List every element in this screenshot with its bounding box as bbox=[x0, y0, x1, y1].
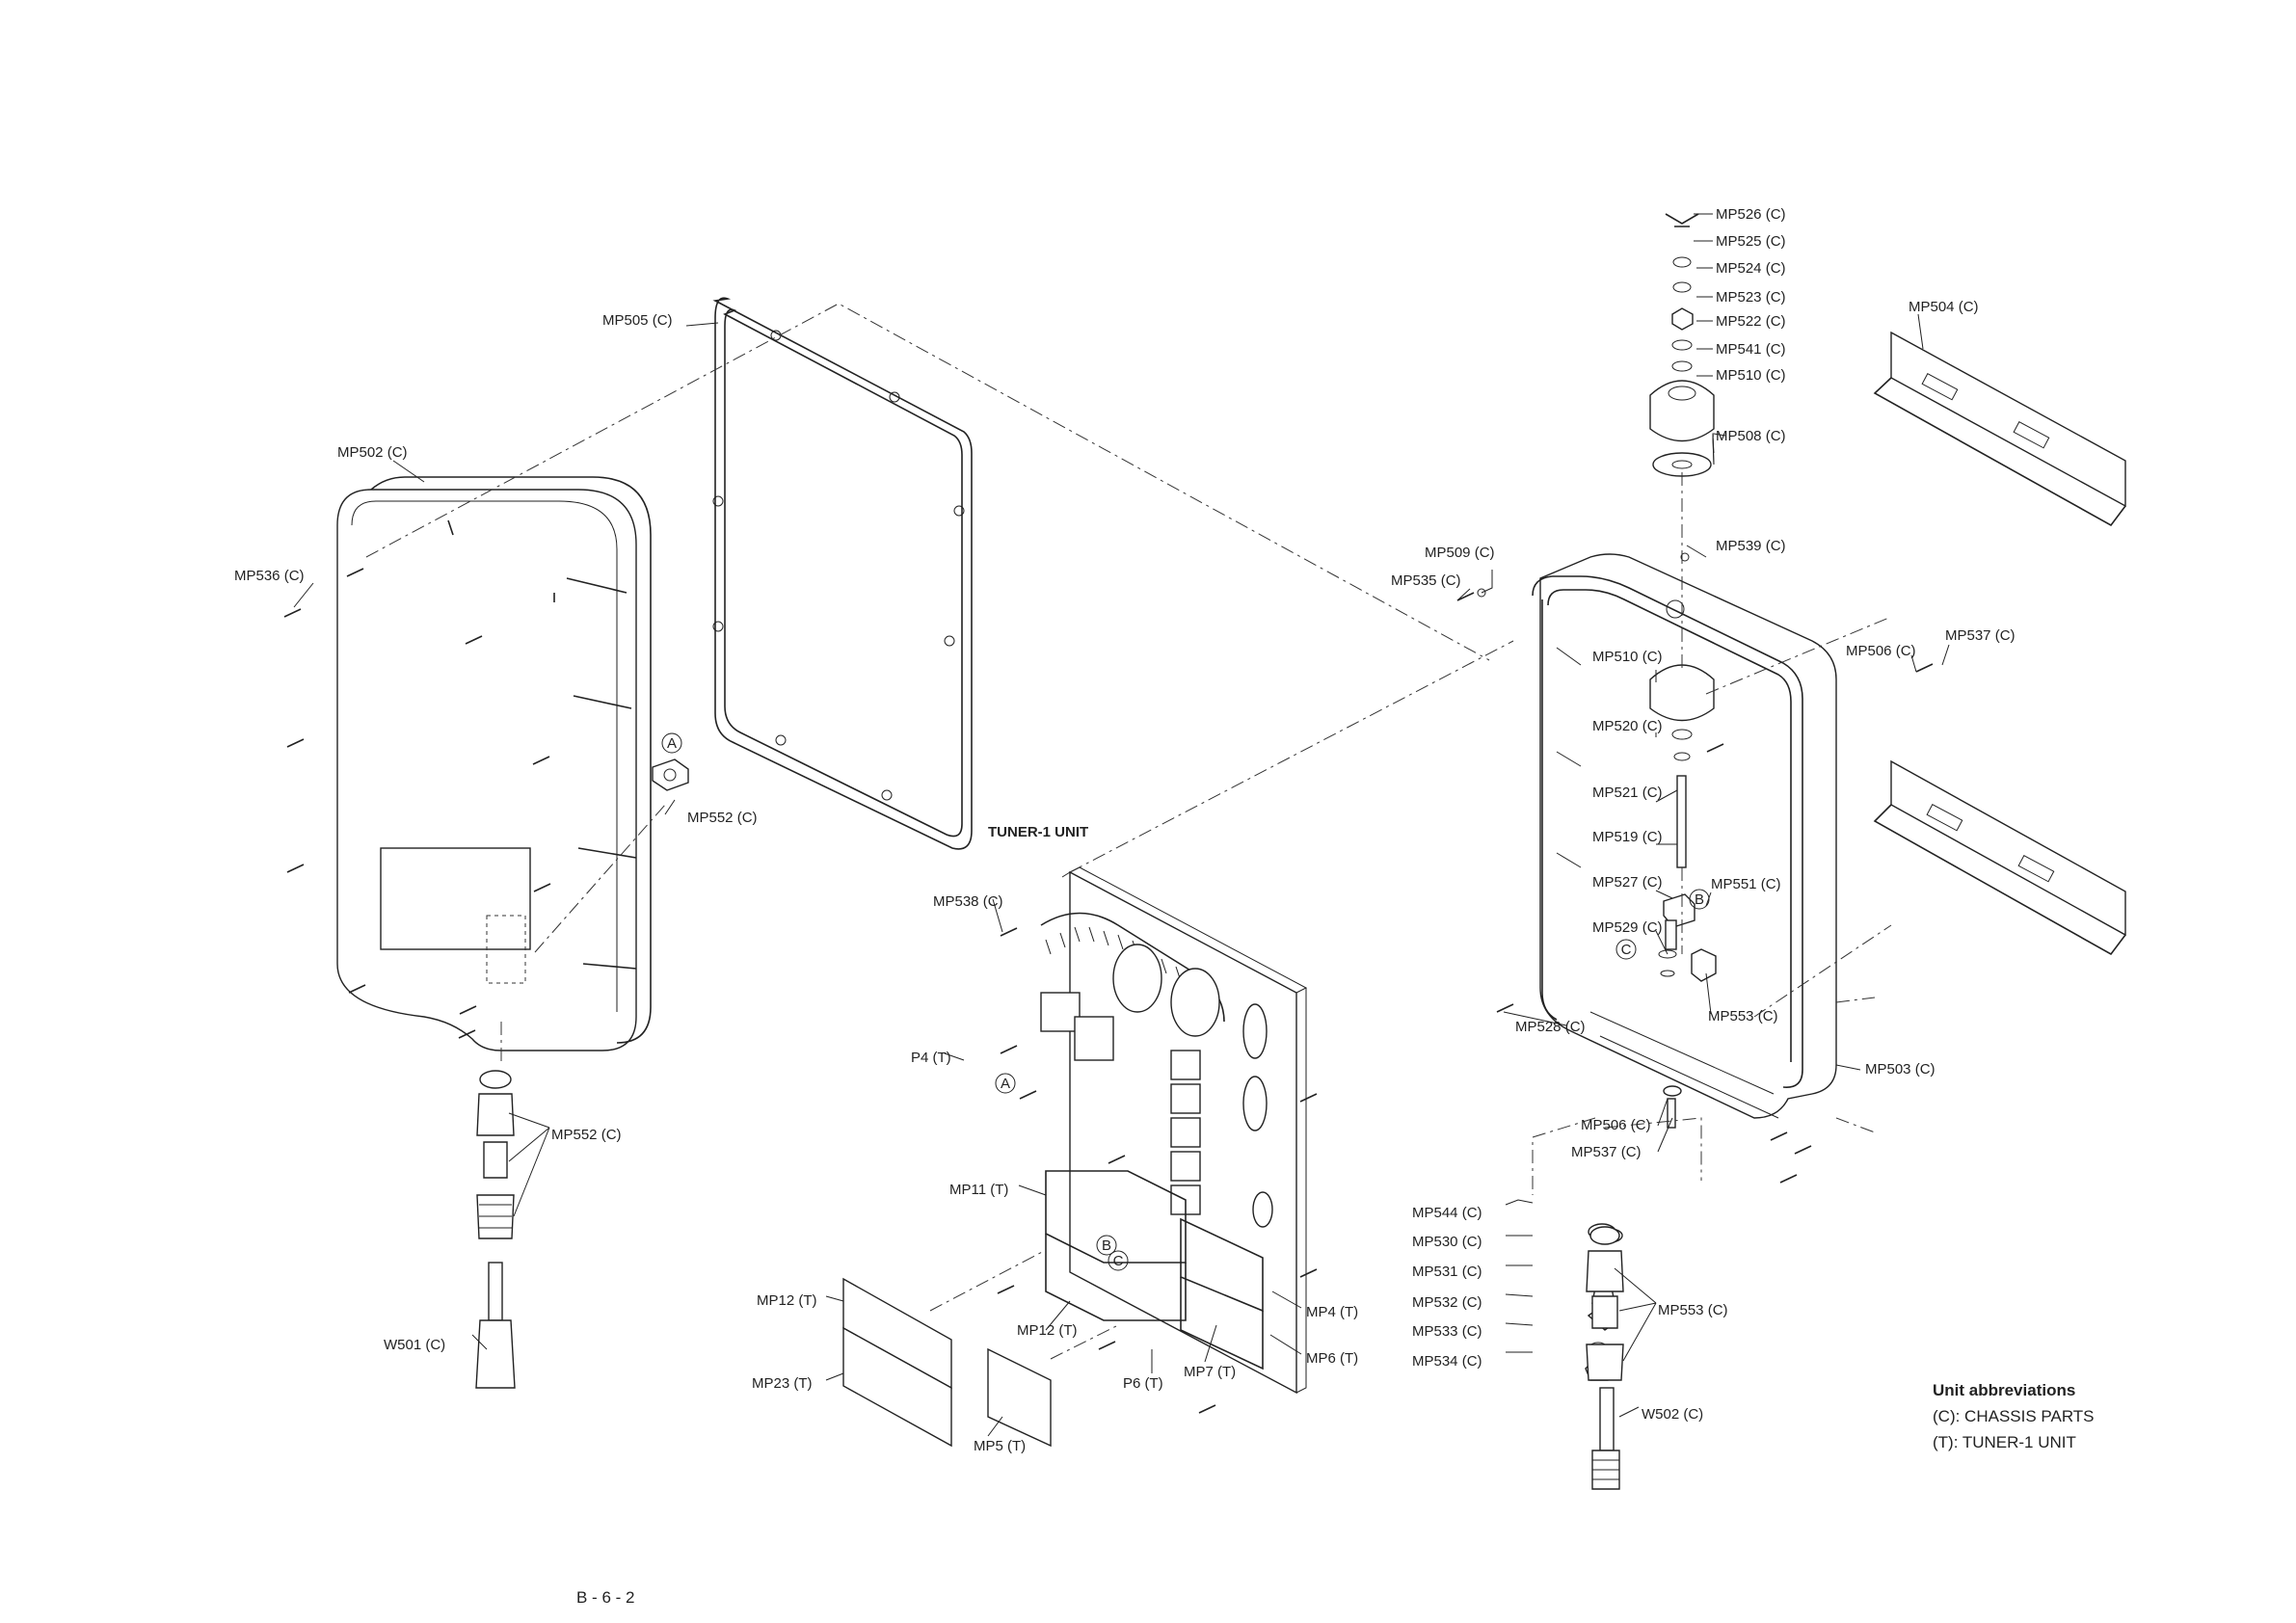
legend: Unit abbreviations (C): CHASSIS PARTS (T… bbox=[1933, 1381, 2095, 1451]
legend-item-chassis: (C): CHASSIS PARTS bbox=[1933, 1407, 2095, 1425]
label-mp7: MP7 (T) bbox=[1184, 1364, 1236, 1380]
label-mp535: MP535 (C) bbox=[1391, 572, 1461, 589]
label-mp503: MP503 (C) bbox=[1865, 1061, 1936, 1078]
label-mp539: MP539 (C) bbox=[1716, 538, 1786, 554]
label-mp6: MP6 (T) bbox=[1306, 1350, 1358, 1367]
alignment-lines-drawing bbox=[365, 303, 1892, 1360]
label-mp12b: MP12 (T) bbox=[1017, 1322, 1078, 1339]
label-mp510b: MP510 (C) bbox=[1592, 649, 1663, 665]
callout-letters: A A B B C C bbox=[667, 735, 1704, 1269]
connector-right-body bbox=[1586, 1226, 1624, 1490]
label-mp524: MP524 (C) bbox=[1716, 260, 1786, 277]
rear-cover-drawing bbox=[336, 476, 652, 1051]
label-mp523: MP523 (C) bbox=[1716, 289, 1786, 306]
mounting-brackets-drawing bbox=[1873, 331, 2126, 956]
label-mp519: MP519 (C) bbox=[1592, 829, 1663, 845]
label-mp509: MP509 (C) bbox=[1425, 545, 1495, 561]
label-mp506: MP506 (C) bbox=[1846, 643, 1916, 659]
label-mp536: MP536 (C) bbox=[234, 568, 305, 584]
label-mp522: MP522 (C) bbox=[1716, 313, 1786, 330]
label-mp520: MP520 (C) bbox=[1592, 718, 1663, 734]
label-mp506b: MP506 (C) bbox=[1581, 1117, 1651, 1133]
label-mp544: MP544 (C) bbox=[1412, 1205, 1482, 1221]
label-mp521: MP521 (C) bbox=[1592, 785, 1663, 801]
label-mp530: MP530 (C) bbox=[1412, 1234, 1482, 1250]
label-p4: P4 (T) bbox=[911, 1050, 951, 1066]
label-mp502: MP502 (C) bbox=[337, 444, 408, 461]
label-mp552: MP552 (C) bbox=[687, 810, 758, 826]
label-mp23: MP23 (T) bbox=[752, 1375, 813, 1392]
label-mp537b: MP537 (C) bbox=[1571, 1144, 1642, 1160]
label-mp527: MP527 (C) bbox=[1592, 874, 1663, 891]
label-mp532: MP532 (C) bbox=[1412, 1294, 1482, 1311]
label-mp504: MP504 (C) bbox=[1909, 299, 1979, 315]
leader-lines bbox=[293, 213, 1950, 1437]
label-mp525: MP525 (C) bbox=[1716, 233, 1786, 250]
label-mp553b: MP553 (C) bbox=[1658, 1302, 1728, 1318]
label-p6: P6 (T) bbox=[1123, 1375, 1163, 1392]
callout-c-pcb: C bbox=[1113, 1253, 1124, 1269]
label-mp12a: MP12 (T) bbox=[757, 1292, 817, 1309]
callout-circles bbox=[661, 732, 1710, 1271]
label-mp5: MP5 (T) bbox=[974, 1438, 1026, 1454]
callout-b-pcb: B bbox=[1102, 1237, 1111, 1254]
label-mp553: MP553 (C) bbox=[1708, 1008, 1778, 1024]
label-tuner-unit: TUNER-1 UNIT bbox=[988, 824, 1088, 840]
label-mp552b: MP552 (C) bbox=[551, 1127, 622, 1143]
label-mp541: MP541 (C) bbox=[1716, 341, 1786, 358]
label-mp11: MP11 (T) bbox=[949, 1182, 1008, 1198]
label-mp4: MP4 (T) bbox=[1306, 1304, 1358, 1320]
label-mp533: MP533 (C) bbox=[1412, 1323, 1482, 1340]
label-mp529: MP529 (C) bbox=[1592, 919, 1663, 936]
label-mp528: MP528 (C) bbox=[1515, 1019, 1586, 1035]
chassis-drawing bbox=[1532, 553, 1837, 1119]
label-mp526: MP526 (C) bbox=[1716, 206, 1786, 223]
callout-c-chassis: C bbox=[1621, 942, 1632, 958]
label-mp537: MP537 (C) bbox=[1945, 627, 2016, 644]
shield-plates-drawing bbox=[842, 1277, 1052, 1448]
label-mp551: MP551 (C) bbox=[1711, 876, 1781, 892]
label-w502: W502 (C) bbox=[1642, 1406, 1703, 1423]
label-mp531: MP531 (C) bbox=[1412, 1264, 1482, 1280]
gasket-drawing bbox=[712, 297, 973, 850]
label-mp505: MP505 (C) bbox=[602, 312, 673, 329]
callout-a-pcb: A bbox=[1001, 1076, 1010, 1092]
part-labels: MP526 (C) MP525 (C) MP524 (C) MP523 (C) … bbox=[234, 206, 2016, 1454]
connector-left-drawing bbox=[475, 758, 689, 1389]
label-mp508: MP508 (C) bbox=[1716, 428, 1786, 444]
label-mp534: MP534 (C) bbox=[1412, 1353, 1482, 1370]
legend-item-tuner: (T): TUNER-1 UNIT bbox=[1933, 1433, 2076, 1451]
top-mount-stack-drawing bbox=[1649, 213, 1717, 1129]
label-mp510: MP510 (C) bbox=[1716, 367, 1786, 384]
legend-title: Unit abbreviations bbox=[1933, 1381, 2075, 1399]
label-w501: W501 (C) bbox=[384, 1337, 445, 1353]
tuner-pcb-drawing bbox=[1040, 866, 1308, 1395]
callout-a-top: A bbox=[667, 735, 677, 752]
screws-drawing bbox=[283, 552, 1934, 1414]
label-mp538: MP538 (C) bbox=[933, 893, 1003, 910]
page-number: B - 6 - 2 bbox=[576, 1588, 634, 1607]
callout-b-chassis: B bbox=[1695, 891, 1704, 908]
